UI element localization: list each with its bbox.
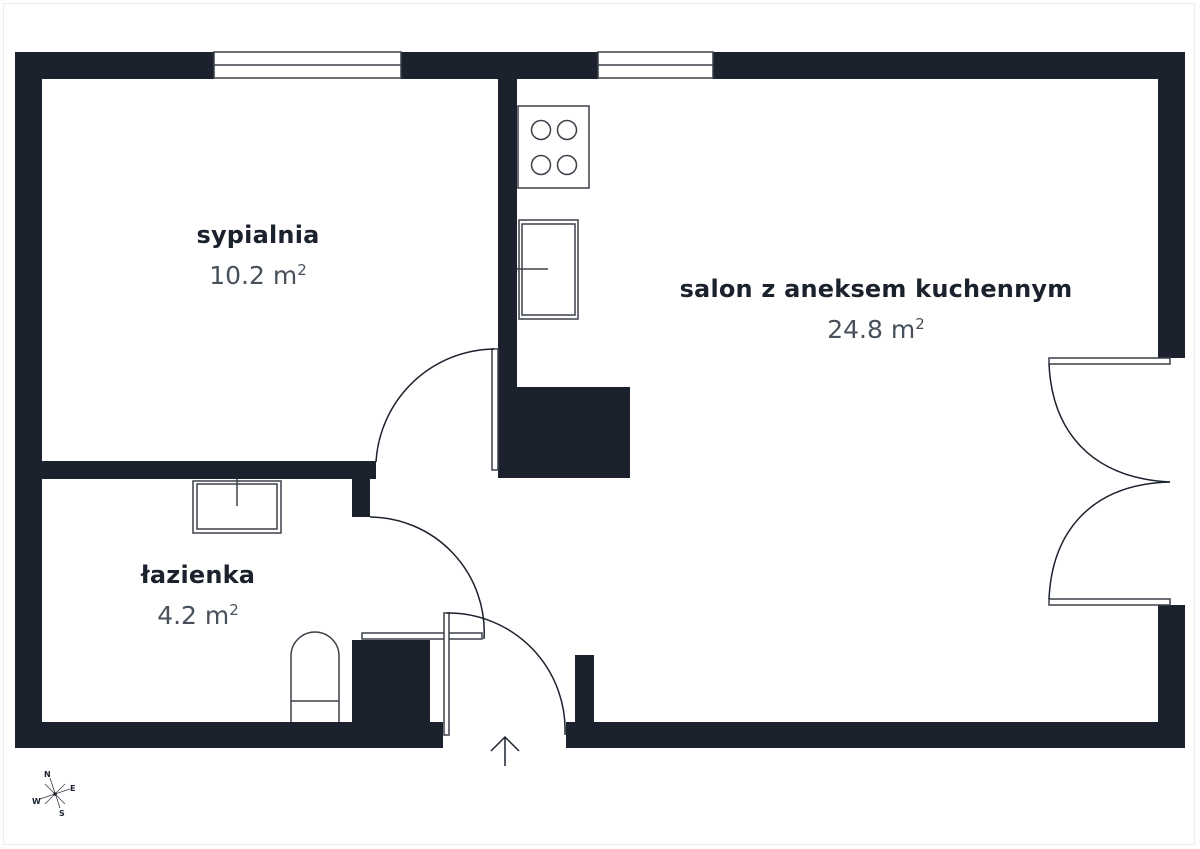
- windows: [213, 51, 714, 79]
- compass-s: S: [59, 809, 65, 818]
- room-name: sypialnia: [196, 221, 320, 249]
- room-area: 4.2 m2: [157, 601, 239, 630]
- compass-star-icon: [39, 777, 71, 809]
- kitchen-fixtures: [517, 105, 590, 320]
- compass-rose-icon: N E W S: [28, 768, 82, 822]
- compass-w: W: [32, 797, 41, 806]
- walls: [15, 52, 1185, 748]
- doors: [361, 348, 1171, 736]
- compass-e: E: [70, 784, 76, 793]
- room-label-salon: salon z aneksem kuchennym 24.8 m2: [680, 274, 1073, 346]
- entrance-arrow-icon: [490, 735, 520, 766]
- room-label-lazienka: łazienka 4.2 m2: [141, 560, 255, 632]
- bathroom-fixtures: [192, 479, 340, 722]
- room-area: 10.2 m2: [209, 261, 307, 290]
- room-name: łazienka: [140, 561, 256, 589]
- compass-n: N: [44, 770, 51, 779]
- room-label-sypialnia: sypialnia 10.2 m2: [196, 220, 319, 292]
- room-name: salon z aneksem kuchennym: [679, 275, 1073, 303]
- room-area: 24.8 m2: [827, 315, 925, 344]
- image-frame: [3, 3, 1195, 845]
